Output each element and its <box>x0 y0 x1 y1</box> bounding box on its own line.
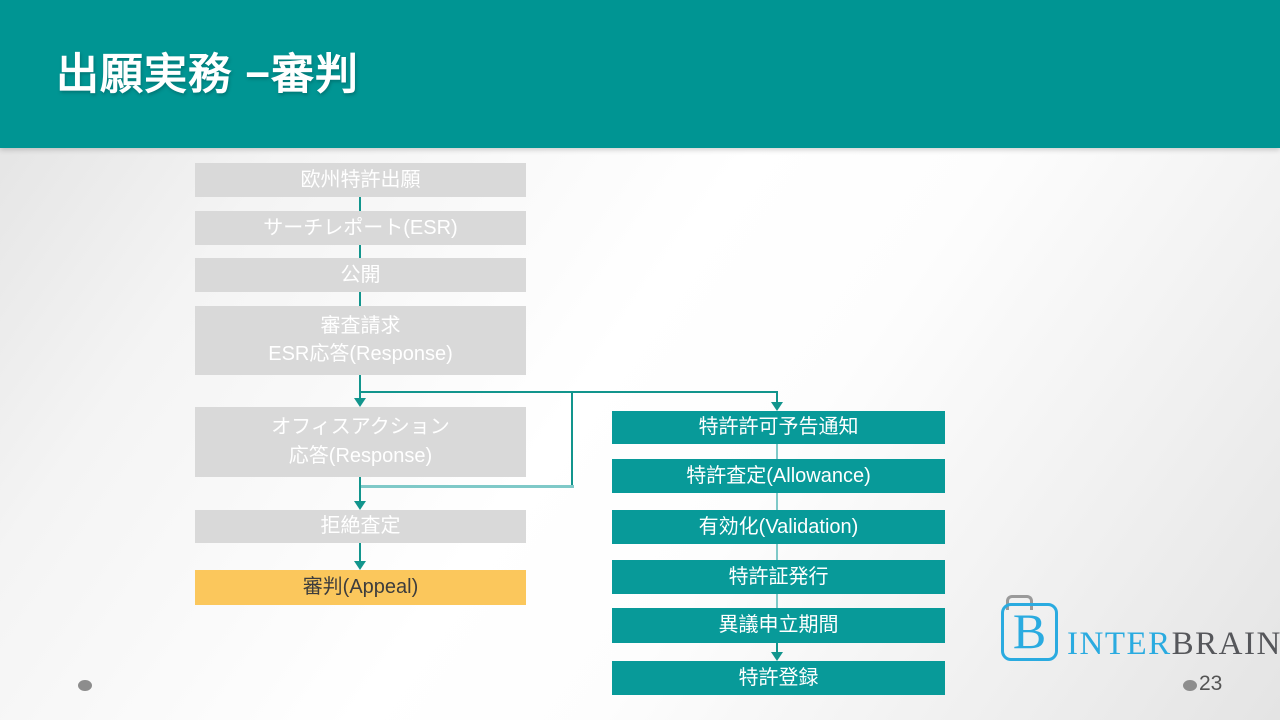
connector-line <box>776 493 778 510</box>
flow-box-label: 公開 <box>340 263 381 286</box>
flow-box-label: 有効化(Validation) <box>698 515 859 538</box>
logo-b-icon: B <box>1001 603 1058 661</box>
arrow-down-icon <box>354 501 366 510</box>
connector-line <box>359 543 361 562</box>
footer-dot-right <box>1183 680 1197 691</box>
page-number: 23 <box>1199 672 1223 695</box>
flow-box-validation: 有効化(Validation) <box>612 510 945 544</box>
loop-line-horizontal <box>360 485 574 488</box>
flow-box-search-report: サーチレポート(ESR) <box>195 211 526 245</box>
header-bar: 出願実務 −審判 <box>0 0 1280 148</box>
arrow-down-icon <box>354 561 366 570</box>
flow-box-office-action: オフィスアクション 応答(Response) <box>195 407 526 477</box>
logo-letter: B <box>1012 603 1047 659</box>
arrow-down-icon <box>771 402 783 411</box>
connector-line <box>359 197 361 211</box>
flow-box-label: 特許証発行 <box>728 565 829 588</box>
flow-box-opposition-period: 異議申立期間 <box>612 608 945 643</box>
connector-line <box>776 444 778 459</box>
flow-box-label: 異議申立期間 <box>718 614 839 636</box>
flow-box-label-line2: 応答(Response) <box>288 444 433 467</box>
flow-box-exam-request: 審査請求 ESR応答(Response) <box>195 306 526 375</box>
flow-box-ep-application: 欧州特許出願 <box>195 163 526 197</box>
logo-wordmark-inter: INTER <box>1067 626 1172 662</box>
connector-line <box>359 375 361 399</box>
footer-dot-left <box>78 680 92 691</box>
flow-box-registration: 特許登録 <box>612 661 945 695</box>
flow-box-publication: 公開 <box>195 258 526 292</box>
flow-box-appeal: 審判(Appeal) <box>195 570 526 605</box>
flow-box-label-line1: 審査請求 <box>320 315 401 337</box>
connector-line <box>776 594 778 608</box>
connector-line <box>776 544 778 560</box>
flow-box-label-line2: ESR応答(Response) <box>268 343 453 365</box>
flow-box-label: サーチレポート(ESR) <box>263 216 458 239</box>
connector-line <box>776 643 778 653</box>
connector-line <box>359 245 361 258</box>
interbrain-logo: B INTERBRAIN <box>1000 592 1280 670</box>
flow-box-label: 欧州特許出願 <box>300 168 421 191</box>
connector-line <box>359 477 361 502</box>
flow-box-label: 特許査定(Allowance) <box>686 464 871 487</box>
logo-tab-icon <box>1006 595 1033 610</box>
arrow-down-icon <box>354 398 366 407</box>
flow-box-allowance: 特許査定(Allowance) <box>612 459 945 493</box>
flow-box-label: 特許許可予告通知 <box>698 416 859 438</box>
logo-wordmark-brain: BRAIN <box>1171 626 1280 662</box>
loop-line-vertical <box>571 392 573 487</box>
connector-line <box>776 391 778 403</box>
flow-box-label-line1: オフィスアクション <box>271 416 450 439</box>
flow-box-intent-to-grant: 特許許可予告通知 <box>612 411 945 444</box>
connector-line <box>359 292 361 306</box>
flow-box-label: 拒絶査定 <box>320 515 401 537</box>
logo-wordmark: INTERBRAIN <box>1067 626 1280 663</box>
page-title: 出願実務 −審判 <box>56 51 360 99</box>
flow-box-label: 特許登録 <box>738 666 819 689</box>
flow-box-certificate-issue: 特許証発行 <box>612 560 945 594</box>
flow-box-rejection: 拒絶査定 <box>195 510 526 543</box>
connector-branch-line <box>359 391 778 393</box>
arrow-down-icon <box>771 652 783 661</box>
flow-box-label: 審判(Appeal) <box>302 576 419 598</box>
